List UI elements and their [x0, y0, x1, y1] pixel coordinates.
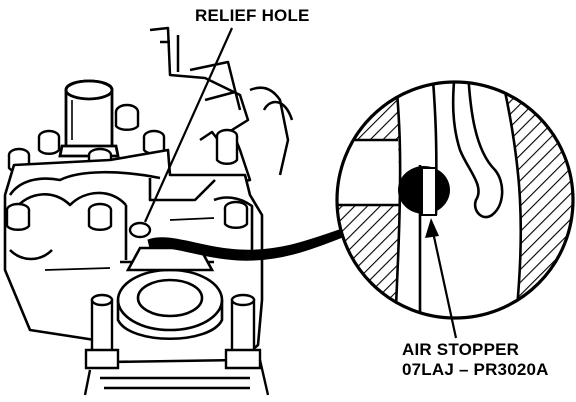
rear-housing: [149, 26, 294, 187]
magnified-detail: [335, 80, 575, 320]
air-stopper-label: AIR STOPPER: [402, 340, 520, 359]
base-edge: [83, 359, 270, 396]
body-bolts: [5, 200, 249, 231]
air-stopper-arrowhead: [425, 218, 439, 238]
air-stopper-leader: [431, 231, 458, 339]
filler-cap: [58, 79, 120, 158]
part-number-label: 07LAJ – PR3020A: [402, 360, 549, 379]
relief-hole-label: RELIEF HOLE: [195, 6, 310, 25]
air-stopper-callout: AIR STOPPER 07LAJ – PR3020A: [402, 340, 549, 380]
relief-hole-mark: [128, 221, 152, 239]
lower-studs: [84, 293, 262, 370]
relief-hole-leader: [143, 27, 234, 223]
